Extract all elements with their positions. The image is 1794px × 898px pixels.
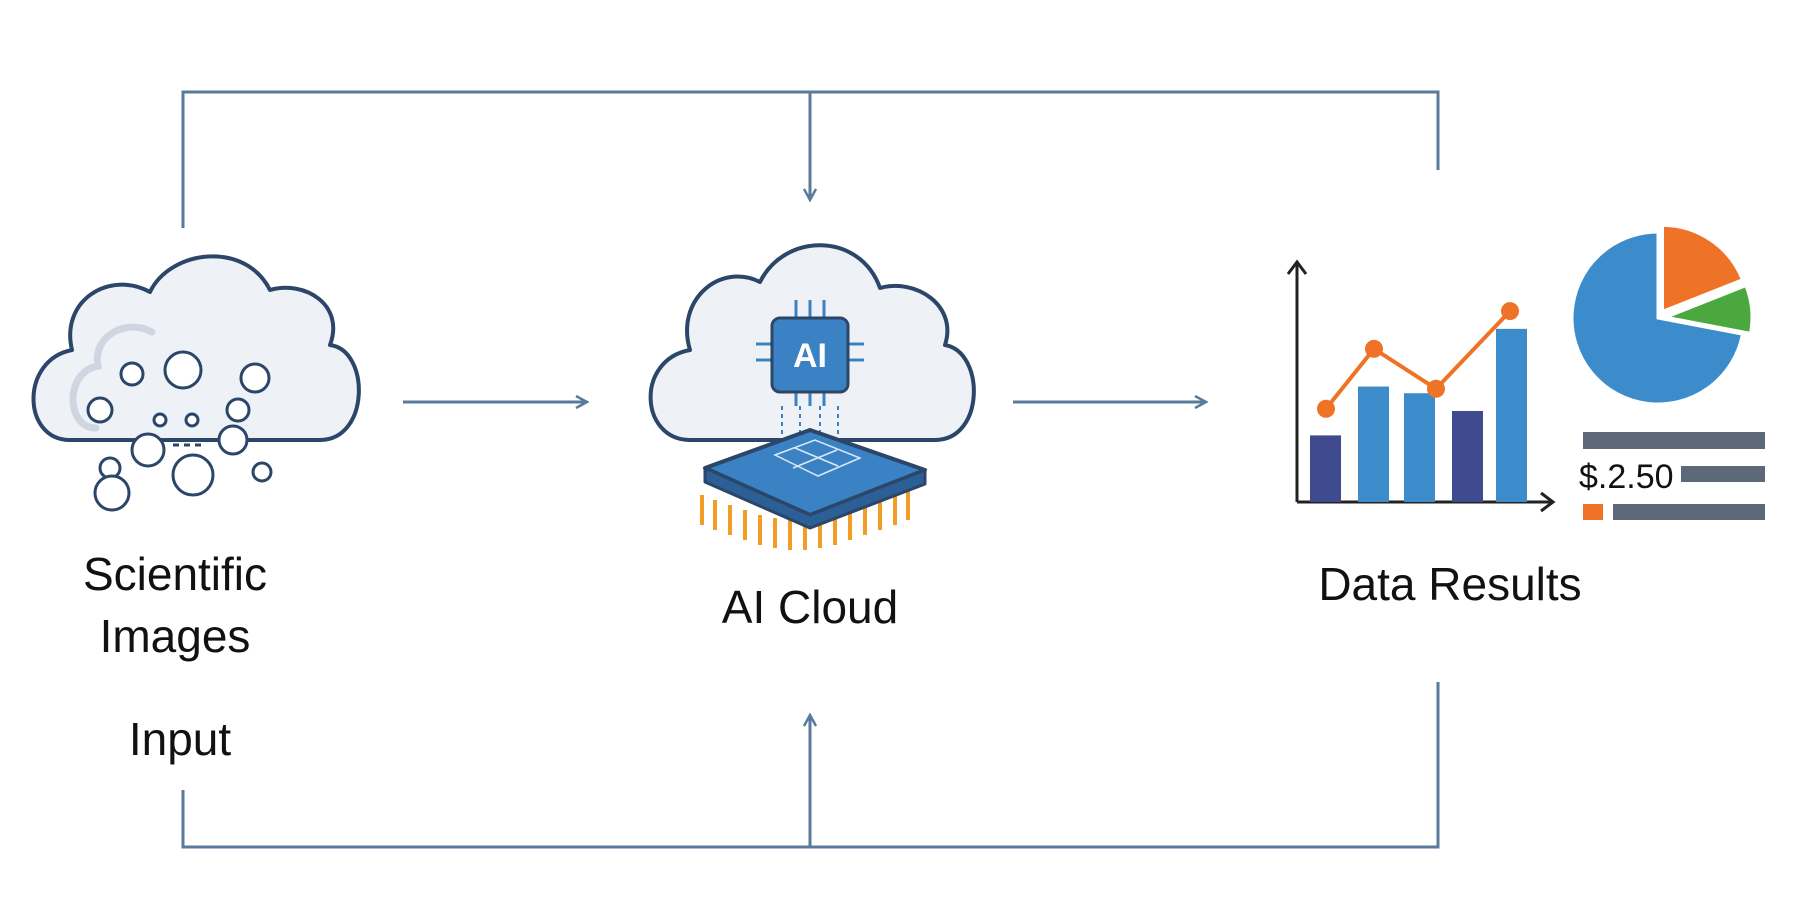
- pie-slice-3: [1660, 283, 1754, 336]
- pie-chart: [1570, 223, 1754, 406]
- trend-point-2: [1365, 339, 1383, 358]
- input-title: Scientific Images: [82, 548, 268, 662]
- results-title: Data Results: [1318, 558, 1582, 610]
- chip-ai-label: AI: [793, 337, 827, 375]
- bar-4: [1452, 410, 1483, 502]
- bar-1: [1310, 435, 1341, 502]
- pie-slice-1: [1570, 230, 1745, 406]
- feedback-loop-bottom: [181, 682, 1440, 849]
- trend-point-3: [1427, 379, 1445, 398]
- cloud-chip-icon: AI: [648, 243, 976, 550]
- trend-point-1: [1317, 399, 1335, 418]
- legend-lines: $.2.50: [1579, 432, 1765, 520]
- bar-line-chart: [1286, 259, 1556, 513]
- bar-2: [1358, 386, 1389, 502]
- charts-icon: $.2.50: [1286, 223, 1765, 520]
- bar-5: [1496, 328, 1527, 502]
- cloud-particles-icon: [31, 254, 361, 512]
- price-label: $.2.50: [1579, 458, 1674, 496]
- ai-cloud-title: AI Cloud: [721, 581, 899, 633]
- input-subtitle: Input: [128, 713, 232, 765]
- bar-3: [1404, 393, 1435, 502]
- trend-line: [1324, 309, 1512, 411]
- feedback-loop-top: [181, 90, 1440, 228]
- pie-slice-2: [1661, 223, 1745, 314]
- trend-point-4: [1501, 302, 1519, 321]
